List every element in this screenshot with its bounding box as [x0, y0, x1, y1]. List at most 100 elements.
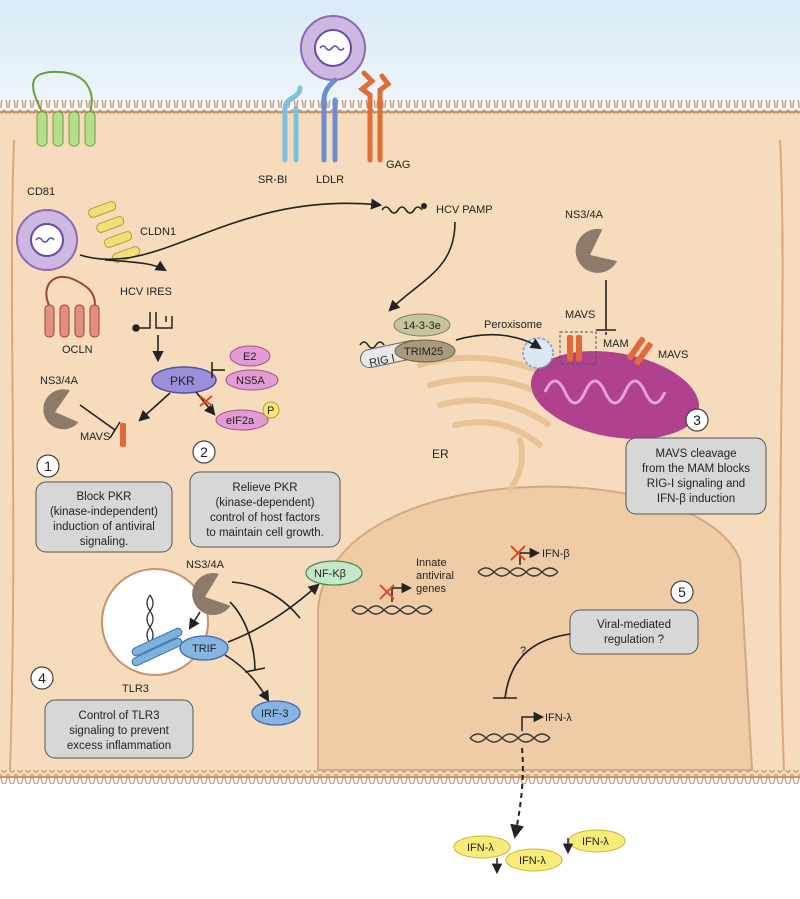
ocln-receptor-icon	[44, 275, 100, 338]
eif2a-icon	[215, 409, 269, 431]
nucleus	[317, 485, 754, 771]
ifn-lambda-secretion-arrow	[510, 747, 524, 839]
step-2: 2 Relieve PKR (kinase-dependent) control…	[189, 440, 341, 548]
svg-text:1: 1	[44, 458, 52, 474]
trim25-label: TRIM25	[404, 346, 443, 358]
innate-label-1: Innate	[416, 557, 447, 569]
svg-text:regulation ?: regulation ?	[604, 634, 664, 646]
mavs-mito-icon	[627, 336, 653, 366]
ifn-lambda-secreted-2: IFN-λ	[505, 848, 563, 872]
pkr-label: PKR	[170, 374, 195, 388]
ocln-label: OCLN	[62, 344, 93, 356]
svg-text:IFN-λ: IFN-λ	[467, 842, 494, 854]
e2-icon	[229, 345, 271, 367]
innate-label-3: genes	[416, 583, 446, 595]
trif-irf3-arrow	[224, 654, 270, 702]
trif-nfkb-arrow	[227, 583, 320, 643]
irf3-label: IRF-3	[261, 708, 289, 720]
mavs-mam-label: MAVS	[565, 309, 595, 321]
svg-text:(kinase-dependent): (kinase-dependent)	[215, 497, 314, 509]
mavs-left-label: MAVS	[80, 431, 110, 443]
peroxisome-label: Peroxisome	[484, 319, 542, 331]
svg-text:2: 2	[200, 444, 208, 460]
ifn-beta-dna-icon	[477, 567, 559, 577]
srbi-receptor-icon	[282, 85, 303, 163]
svg-text:from the MAM blocks: from the MAM blocks	[642, 463, 750, 475]
ifn-lambda-gene-label: IFN-λ	[545, 712, 572, 724]
svg-text:Block PKR: Block PKR	[77, 491, 132, 503]
hcv-virion-left	[16, 209, 78, 271]
mavs-mam-icon	[567, 335, 582, 361]
hcv-virion-top	[300, 15, 366, 81]
step-5: 5 Viral-mediated regulation ?	[569, 580, 699, 655]
ifn-beta-gene-label: IFN-β	[542, 548, 570, 560]
svg-text:control of host factors: control of host factors	[210, 512, 320, 524]
hcv-pamp-icon	[381, 206, 423, 214]
pkr-icon	[151, 366, 217, 394]
svg-text:RIG-I signaling and: RIG-I signaling and	[647, 478, 745, 490]
er-label: ER	[432, 447, 449, 461]
14-3-3e-label: 14-3-3e	[403, 320, 441, 332]
svg-text:MAVS cleavage: MAVS cleavage	[656, 448, 737, 460]
rna-release-arrow	[79, 198, 383, 261]
cd81-label: CD81	[27, 186, 55, 198]
rig-to-mavs-arrow	[455, 333, 542, 350]
nfkb-label: NF-Kβ	[314, 568, 346, 580]
cd81-receptor-icon	[32, 70, 96, 147]
regulation-inhibit-line	[504, 633, 571, 699]
svg-text:3: 3	[693, 412, 701, 428]
mavs-mito-label: MAVS	[658, 349, 688, 361]
ires-structure-icon	[132, 312, 173, 332]
trif-icon	[179, 635, 229, 661]
ires-arrow	[104, 259, 167, 272]
tlr3-label: TLR3	[122, 683, 149, 695]
ifn-lambda-dna-icon	[469, 733, 551, 743]
svg-text:excess inflammation: excess inflammation	[67, 740, 171, 752]
ns34a-pacman-icon-lower	[192, 573, 231, 615]
cldn1-label: CLDN1	[140, 226, 176, 238]
ns34a-label-lower: NS3/4A	[186, 559, 225, 571]
ns34a-pacman-icon-right	[575, 228, 618, 273]
ldlr-receptor-icon	[321, 77, 338, 163]
svg-text:signaling to prevent: signaling to prevent	[69, 725, 170, 737]
pkr-mavs-arrow	[138, 392, 171, 422]
gag-receptor-icon	[357, 70, 392, 163]
svg-text:to maintain cell growth.: to maintain cell growth.	[206, 527, 324, 539]
phosphate-label: P	[267, 405, 274, 417]
ns5a-icon	[225, 369, 279, 391]
gag-label: GAG	[386, 159, 410, 171]
mam-label: MAM	[603, 338, 629, 350]
svg-text:IFN-λ: IFN-λ	[582, 836, 609, 848]
block-x-icon	[199, 395, 213, 407]
irf3-icon	[251, 700, 301, 726]
innate-gene-dna-icon	[351, 605, 433, 615]
svg-text:(kinase-independent): (kinase-independent)	[50, 506, 158, 518]
ns5a-label: NS5A	[236, 375, 265, 387]
svg-text:IFN-λ: IFN-λ	[519, 855, 546, 867]
tlr3-icon	[131, 627, 183, 667]
rig-i-complex	[359, 313, 456, 369]
svg-text:Control of TLR3: Control of TLR3	[79, 710, 160, 722]
step-1: 1 Block PKR (kinase-independent) inducti…	[35, 454, 173, 553]
mam-box	[559, 331, 597, 365]
step-3: 3 MAVS cleavage from the MAM blocks RIG-…	[625, 408, 767, 515]
ldlr-label: LDLR	[316, 174, 344, 186]
hcv-pamp-label: HCV PAMP	[436, 204, 493, 216]
pamp-to-rig-arrow	[388, 221, 456, 312]
ifn-lambda-secreted-3: IFN-λ	[568, 829, 626, 853]
ns34a-label-left: NS3/4A	[40, 375, 79, 387]
ns34a-pacman-icon-left	[43, 389, 79, 430]
dsrna-icon	[146, 594, 154, 644]
step-4: 4 Control of TLR3 signaling to prevent e…	[30, 666, 194, 759]
nfkb-icon	[305, 560, 363, 586]
svg-text:induction of antiviral: induction of antiviral	[53, 521, 155, 533]
svg-text:signaling.: signaling.	[80, 536, 129, 548]
peroxisome	[522, 337, 554, 369]
innate-label-2: antiviral	[416, 570, 454, 582]
ns34a-label-right: NS3/4A	[565, 209, 604, 221]
mitochondrion	[530, 351, 700, 439]
hcv-ires-label: HCV IRES	[120, 286, 172, 298]
svg-text:5: 5	[678, 584, 686, 600]
svg-text:IFN-β induction: IFN-β induction	[657, 493, 735, 505]
